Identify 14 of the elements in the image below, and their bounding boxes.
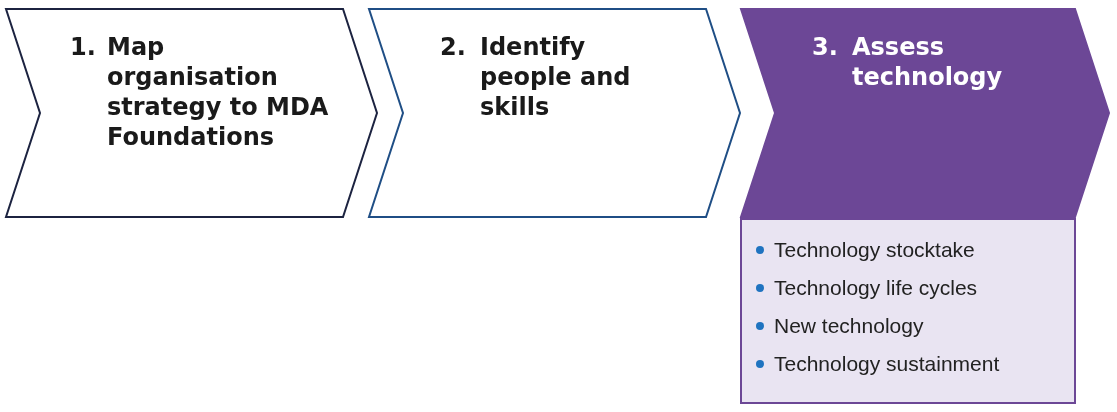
bullet-item: Technology sustainment bbox=[756, 352, 1074, 376]
step-title: Map organisation strategy to MDA Foundations bbox=[107, 32, 330, 152]
step-number: 2. bbox=[440, 32, 466, 62]
step-number: 1. bbox=[70, 32, 96, 62]
bullet-item: Technology life cycles bbox=[756, 276, 1074, 300]
process-step bbox=[368, 8, 741, 218]
bullet-list-panel bbox=[740, 218, 1076, 404]
step-title: Identify people and skills bbox=[480, 32, 632, 122]
step-title: Assess technology bbox=[852, 32, 1004, 92]
bullet-item: Technology stocktake bbox=[756, 238, 1074, 262]
bullet-item: New technology bbox=[756, 314, 1074, 338]
process-step bbox=[740, 8, 1110, 218]
step-number: 3. bbox=[812, 32, 838, 62]
process-step bbox=[5, 8, 378, 218]
